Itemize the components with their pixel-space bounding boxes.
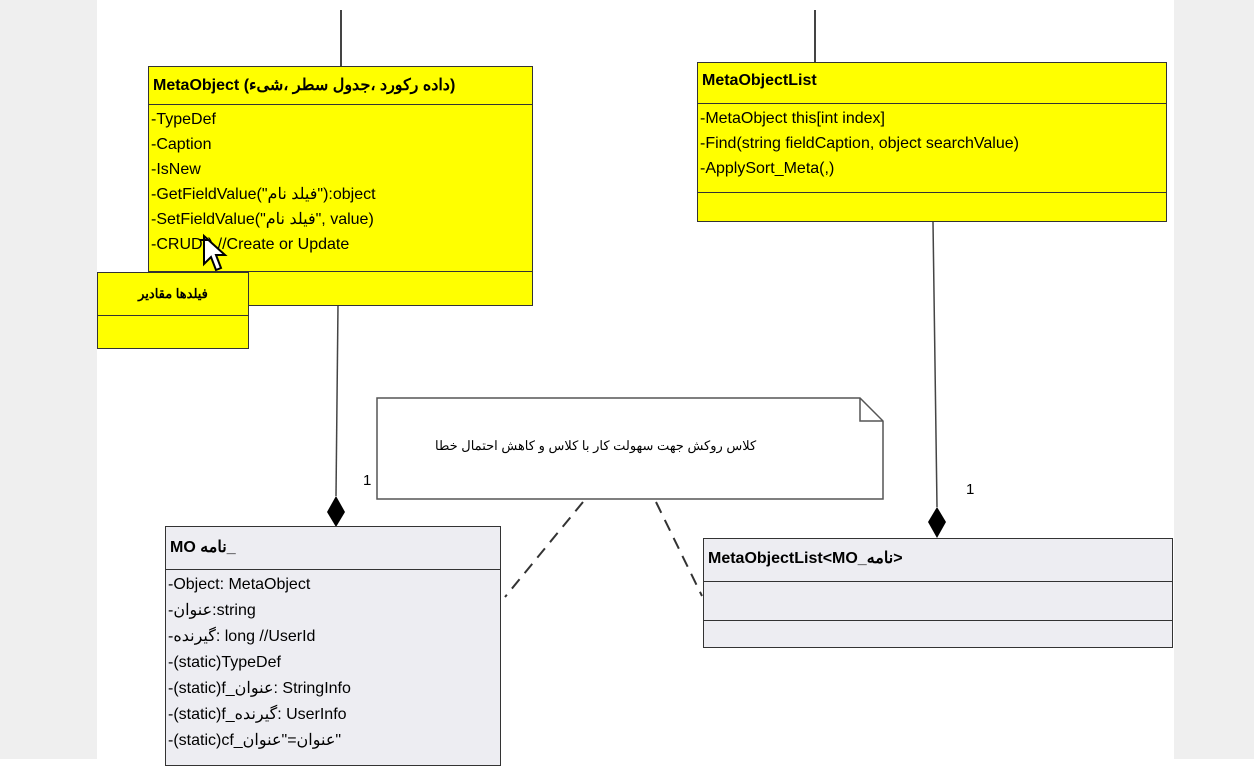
field-values-title: فیلدها مقادیر — [98, 273, 248, 316]
metaobjectlist-class-title: MetaObjectList — [698, 63, 1166, 104]
composition-diamond-right — [928, 507, 946, 538]
composition-line-right — [932, 221, 938, 508]
right-margin-panel — [1174, 0, 1254, 759]
member-row: -گیرنده: long //UserId — [168, 628, 316, 645]
note-anchor-right — [655, 501, 703, 597]
mouse-cursor-icon — [200, 233, 228, 272]
member-row: -(static)TypeDef — [168, 654, 281, 671]
member-row: -MetaObject this[int index] — [700, 110, 885, 127]
field-values-class[interactable]: فیلدها مقادیر — [97, 272, 249, 349]
metaobjectlist-generic-class[interactable]: MetaObjectList<MO_نامه> — [703, 538, 1173, 648]
member-row: -ApplySort_Meta(,) — [700, 160, 835, 177]
mo-name-class-title: MO نامه_ — [166, 527, 500, 570]
member-row: -Find(string fieldCaption, object search… — [700, 135, 1019, 152]
composition-line-left — [335, 304, 339, 497]
multiplicity-right: 1 — [966, 481, 975, 498]
metaobjectlist-generic-section-1 — [704, 582, 1172, 621]
member-row: -IsNew — [151, 161, 201, 178]
member-row: -(static)f_عنوان: StringInfo — [168, 680, 351, 697]
note-fold — [859, 398, 883, 422]
mo-name-class[interactable]: MO نامه_ -Object: MetaObject -عنوان:stri… — [165, 526, 501, 766]
mo-name-members: -Object: MetaObject -عنوان:string -گیرند… — [166, 570, 500, 754]
metaobjectlist-class[interactable]: MetaObjectList -MetaObject this[int inde… — [697, 62, 1167, 222]
metaobjectlist-generic-title: MetaObjectList<MO_نامه> — [704, 539, 1172, 582]
left-margin-panel — [0, 0, 97, 759]
note-shape — [376, 397, 884, 500]
member-row: -TypeDef — [151, 111, 216, 128]
member-row: -GetFieldValue("فیلد نام"):object — [151, 186, 376, 203]
multiplicity-left: 1 — [363, 472, 372, 489]
member-row: -(static)f_گیرنده: UserInfo — [168, 706, 347, 723]
metaobjectlist-members: -MetaObject this[int index] -Find(string… — [698, 104, 1166, 193]
metaobject-class[interactable]: MetaObject (داده رکورد ،جدول سطر ،شیء) -… — [148, 66, 533, 306]
member-row: -Caption — [151, 136, 212, 153]
note-anchor-left — [504, 501, 584, 598]
note-text: کلاس روکش جهت سهولت کار با کلاس و کاهش ا… — [435, 438, 757, 453]
composition-diamond-left — [327, 496, 345, 527]
member-row: -SetFieldValue("فیلد نام", value) — [151, 211, 374, 228]
metaobject-members: -TypeDef -Caption -IsNew -GetFieldValue(… — [149, 105, 532, 272]
member-row: -عنوان:string — [168, 602, 256, 619]
metaobject-class-title: MetaObject (داده رکورد ،جدول سطر ،شیء) — [149, 67, 532, 105]
member-row: -(static)cf_عنوان="عنوان" — [168, 732, 342, 749]
member-row: -Object: MetaObject — [168, 576, 311, 593]
